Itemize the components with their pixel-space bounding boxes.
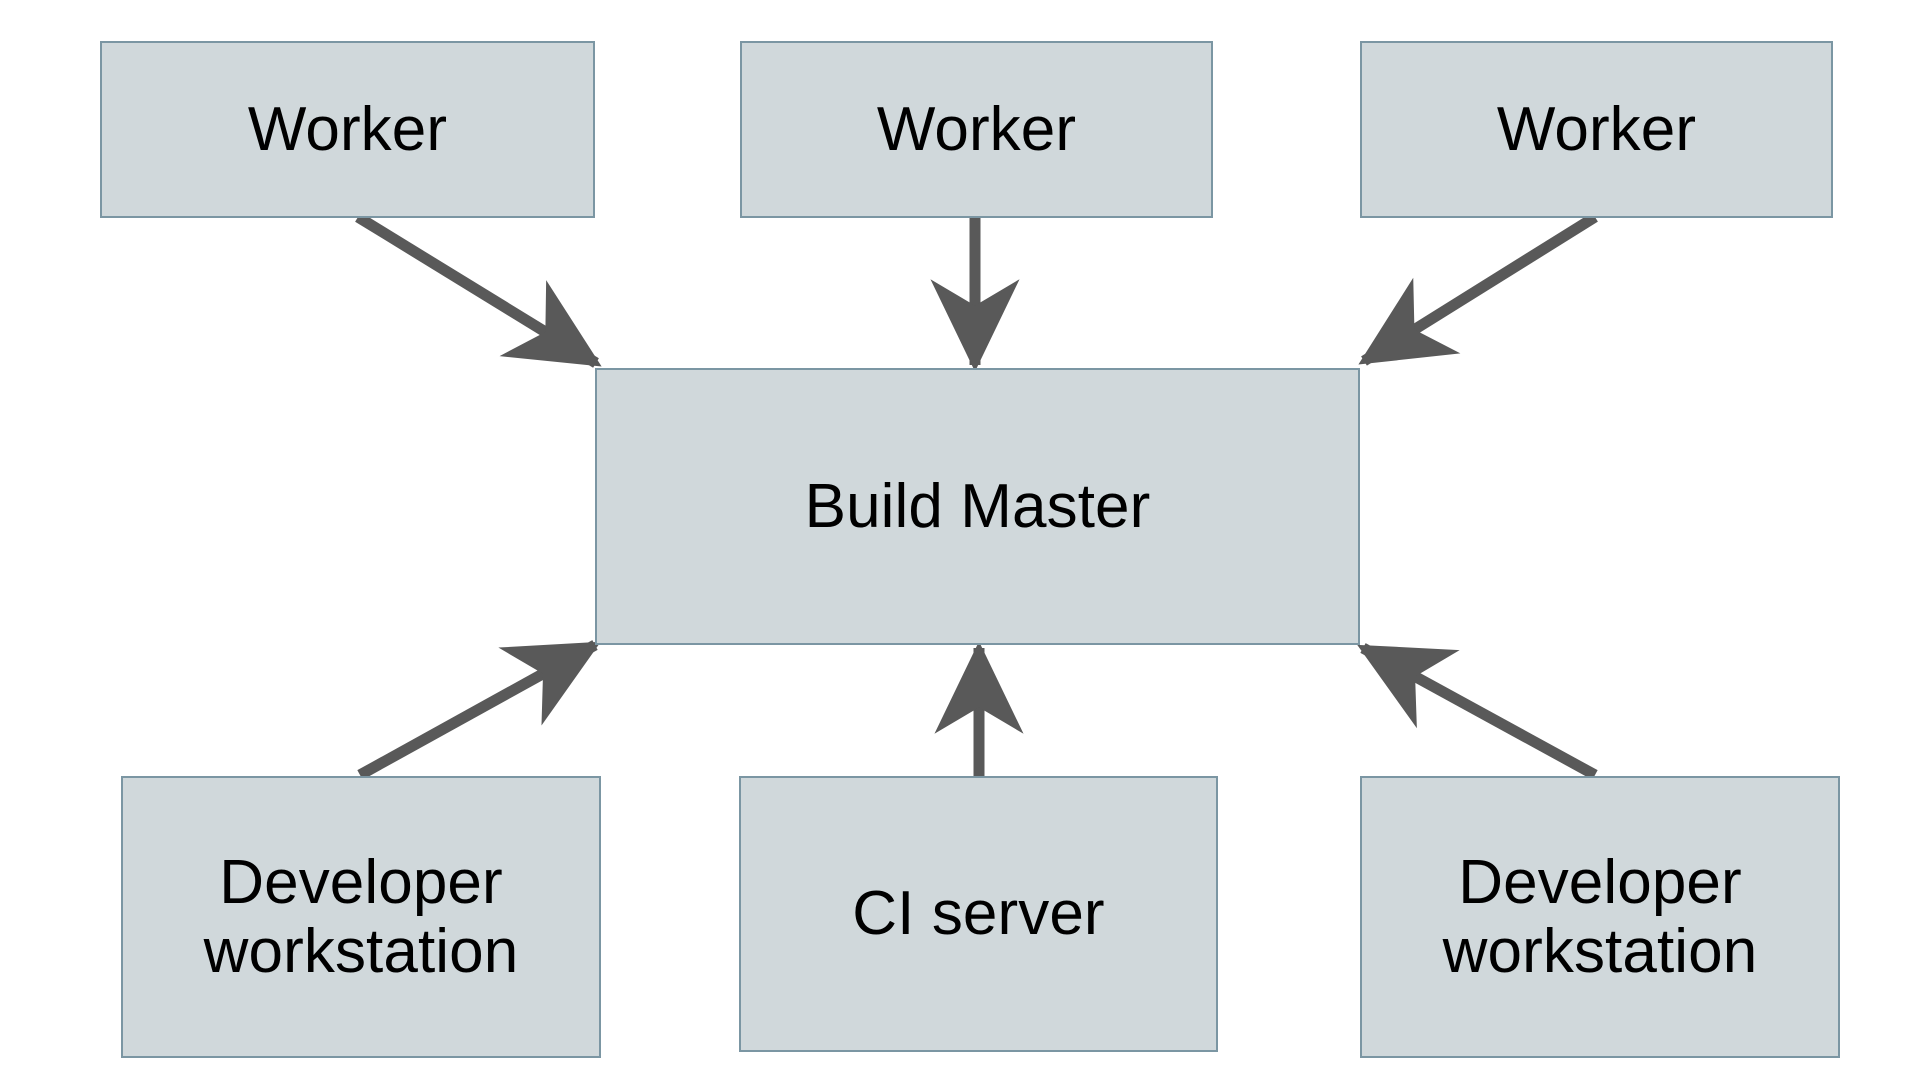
node-developer-workstation-left-label: Developer workstation: [203, 847, 519, 986]
node-ci-server[interactable]: CI server: [739, 776, 1218, 1052]
node-developer-workstation-right-label: Developer workstation: [1442, 847, 1758, 986]
node-worker-3-label: Worker: [1496, 94, 1697, 164]
node-worker-2-label: Worker: [876, 94, 1077, 164]
node-developer-workstation-right[interactable]: Developer workstation: [1360, 776, 1840, 1058]
node-worker-2[interactable]: Worker: [740, 41, 1213, 218]
edge-dev-right-to-master: [1357, 643, 1598, 780]
node-worker-1[interactable]: Worker: [100, 41, 595, 218]
node-developer-workstation-left[interactable]: Developer workstation: [121, 776, 601, 1058]
node-build-master[interactable]: Build Master: [595, 368, 1360, 645]
edge-worker3-to-master: [1358, 212, 1598, 366]
node-build-master-label: Build Master: [804, 471, 1151, 541]
edge-dev-left-to-master: [357, 640, 601, 780]
node-worker-1-label: Worker: [247, 94, 448, 164]
node-ci-server-label: CI server: [852, 879, 1105, 949]
node-worker-3[interactable]: Worker: [1360, 41, 1833, 218]
edge-worker1-to-master: [355, 212, 602, 368]
